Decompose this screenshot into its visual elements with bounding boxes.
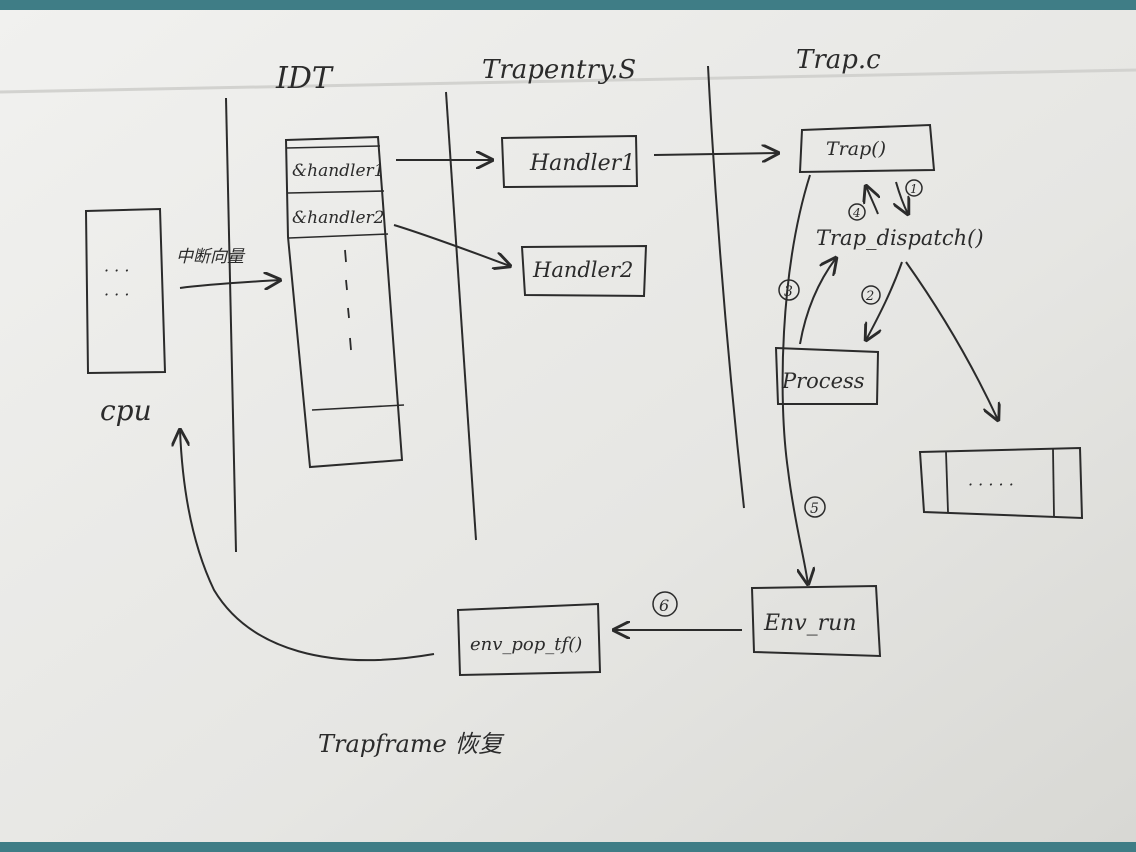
trap-label: Trap() (826, 138, 886, 160)
step2-arrow (866, 261, 903, 340)
header-trapentry: Trapentry.S (482, 55, 636, 85)
env-pop-tf-label: env_pop_tf() (470, 634, 582, 655)
dispatch-to-box-arrow (905, 261, 998, 420)
idt-row-handler2: &handler2 (292, 208, 385, 228)
process-label: Process (781, 369, 865, 393)
idt-table: &handler1 &handler2 (284, 135, 405, 469)
header-idt: IDT (275, 61, 334, 96)
idt-to-handler2-arrow (393, 224, 510, 266)
handler1-to-trap-arrow (653, 153, 778, 155)
handler2-label: Handler2 (532, 258, 633, 282)
step1-arrow (896, 181, 908, 214)
cpu-to-idt-arrow (179, 280, 280, 288)
step4-label: 4 (852, 206, 861, 220)
cpu-label: cpu (100, 394, 152, 427)
step5-label: 5 (810, 501, 819, 517)
trap-dispatch-label: Trap_dispatch() (816, 226, 984, 250)
idt-row-handler1: &handler1 (292, 161, 385, 181)
step5-arrow (781, 174, 810, 584)
cpu-dots-2: · · · (104, 285, 129, 304)
step3-arrow (799, 258, 836, 345)
divider-3 (707, 65, 745, 509)
env-pop-tf-box: env_pop_tf() (456, 602, 602, 677)
handler2-box: Handler2 (520, 244, 648, 298)
paper-fold (0, 68, 1136, 94)
divider-1 (225, 97, 237, 553)
env-list-box: · · · · · (918, 446, 1084, 520)
step2-label: 2 (865, 289, 874, 304)
trapframe-note: Trapframe 恢复 (318, 730, 505, 758)
handler1-label: Handler1 (529, 151, 635, 176)
env-run-box: Env_run (750, 584, 882, 658)
return-to-cpu-arrow (180, 430, 435, 662)
trap-box: Trap() (798, 123, 936, 174)
step3-label: 3 (784, 284, 793, 300)
step6-label: 6 (659, 596, 669, 615)
cpu-box: · · · · · · (84, 207, 167, 375)
paper-sheet (0, 10, 1136, 842)
step4-arrow (866, 186, 878, 215)
env-run-label: Env_run (763, 611, 857, 636)
env-list-dots: · · · · · (968, 475, 1014, 494)
cpu-dots-1: · · · (104, 261, 129, 280)
process-box: Process (774, 346, 880, 405)
interrupt-vector-label: 中断向量 (176, 247, 246, 267)
idt-continuation-dots (344, 249, 352, 351)
step1-label: 1 (910, 182, 918, 196)
handler1-box: Handler1 (500, 134, 639, 189)
header-trap-c: Trap.c (796, 45, 881, 75)
